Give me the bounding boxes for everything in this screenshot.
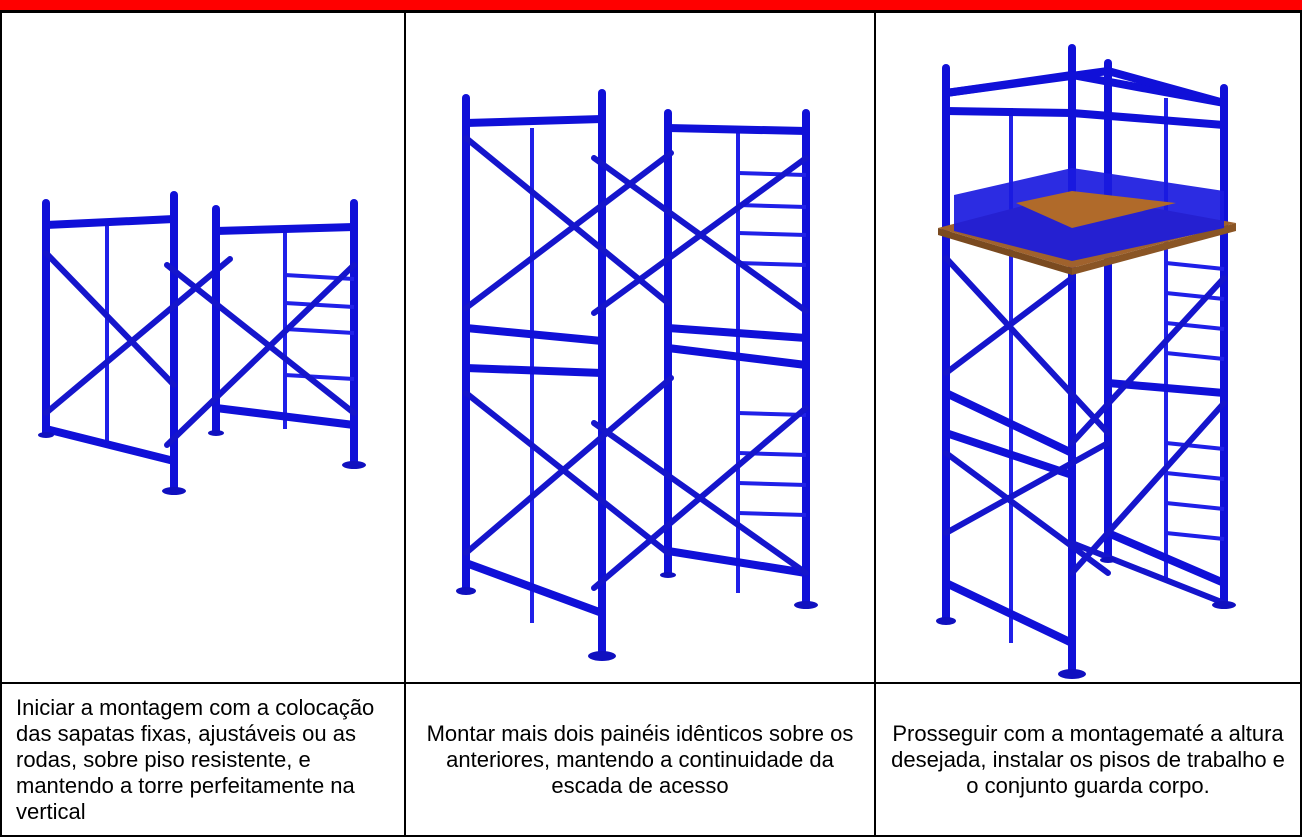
steps-table: Iniciar a montagem com a colocação das s… (0, 11, 1302, 837)
step-3-caption-cell: Prosseguir com a montagematé a altura de… (874, 682, 1302, 837)
step-1-caption: Iniciar a montagem com a colocação das s… (16, 694, 375, 824)
scaffold-base-frames (38, 191, 366, 495)
step-1-caption-cell: Iniciar a montagem com a colocação das s… (0, 682, 406, 837)
step-1-illustration (0, 11, 406, 684)
step-2-caption-cell: Montar mais dois painéis idênticos sobre… (404, 682, 876, 837)
step-2-caption: Montar mais dois painéis idênticos sobre… (426, 720, 854, 798)
scaffold-two-levels (456, 89, 818, 661)
step-3-caption: Prosseguir com a montagematé a altura de… (891, 720, 1285, 798)
scaffold-full-tower (936, 44, 1236, 679)
step-3-illustration (874, 11, 1302, 684)
step-2-illustration (404, 11, 876, 684)
